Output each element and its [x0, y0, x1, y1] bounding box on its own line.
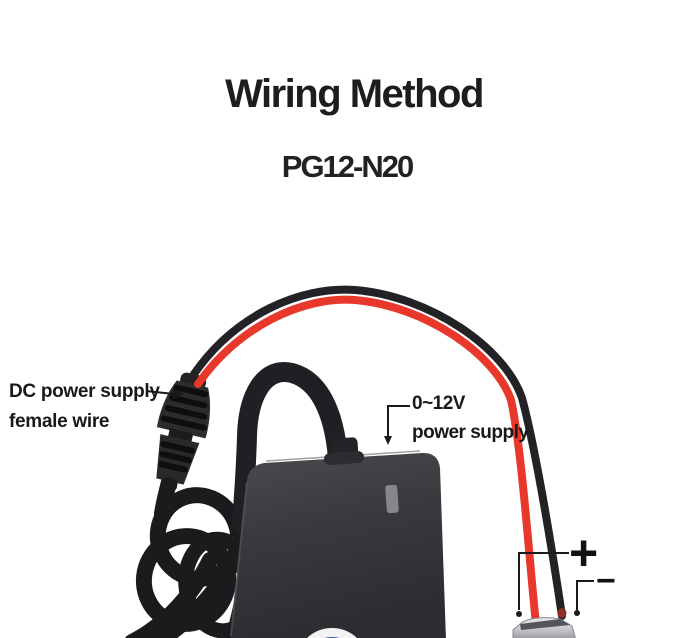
device-cable [232, 362, 348, 532]
model-number: PG12-N20 [281, 149, 414, 184]
minus-polarity-label: − [596, 562, 616, 600]
control-box [230, 450, 446, 638]
red-positive-wire [194, 295, 540, 628]
status-led [385, 484, 399, 514]
cable-strain-relief [324, 437, 364, 465]
label-input-power-line2: power supply [412, 422, 529, 443]
leader-arrow-dc-female [173, 389, 184, 399]
cable-coil [125, 470, 262, 638]
leader-line-minus [576, 580, 594, 610]
leader-arrow-input-power [384, 436, 392, 445]
leader-line-dc-female [145, 390, 175, 395]
leader-dot-minus [574, 610, 580, 616]
leader-line-plus [518, 552, 569, 610]
label-dc-female-line2: female wire [9, 411, 110, 432]
label-input-power: 0~12V power supply [412, 389, 529, 447]
black-wire-tip [557, 608, 567, 618]
label-input-power-line1: 0~12V [412, 393, 465, 414]
label-dc-female-wire: DC power supply female wire [9, 377, 160, 437]
metal-crimp-terminal [512, 617, 576, 638]
leader-line-input-power [387, 405, 410, 437]
annotation-lines [145, 389, 594, 617]
black-negative-wire [190, 285, 566, 620]
leader-dot-plus [516, 611, 522, 617]
page-title: Wiring Method [225, 72, 484, 116]
plus-polarity-label: + [569, 525, 599, 581]
label-dc-female-line1: DC power supply [9, 381, 160, 402]
